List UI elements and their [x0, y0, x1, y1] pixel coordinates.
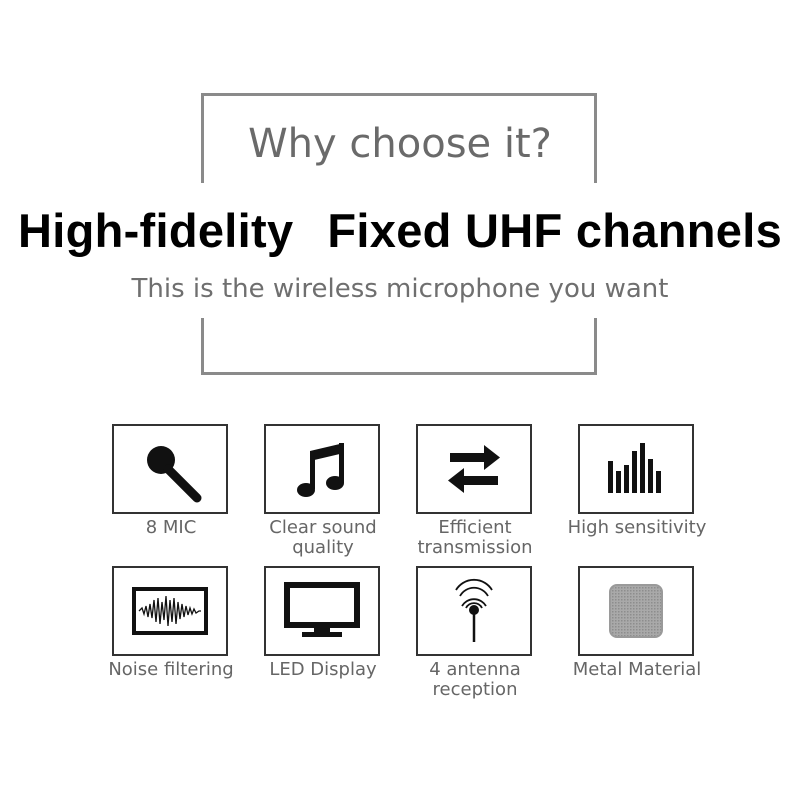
- feature-icon-box: [112, 566, 228, 656]
- transfer-arrows-icon: [448, 445, 500, 493]
- subheading: This is the wireless microphone you want: [131, 274, 669, 304]
- feature-led-display: LED Display: [264, 566, 382, 680]
- title-frame-bottom: [201, 318, 597, 375]
- antenna-icon: [455, 578, 493, 642]
- feature-icon-box: [416, 566, 532, 656]
- waveform-icon: [132, 587, 208, 635]
- feature-label: High sensitivity: [567, 517, 707, 538]
- feature-efficient-transmission: Efficient transmission: [416, 424, 534, 558]
- title-frame-top: [201, 93, 597, 183]
- feature-icon-box: [578, 424, 694, 514]
- feature-label: 8 MIC: [145, 517, 197, 538]
- monitor-icon: [284, 582, 360, 637]
- feature-8-mic: 8 MIC: [112, 424, 230, 538]
- feature-label: LED Display: [269, 659, 377, 680]
- microphone-icon: [147, 446, 202, 503]
- feature-icon-box: [264, 424, 380, 514]
- headline: High-fidelity Fixed UHF channels: [0, 205, 800, 257]
- feature-noise-filtering: Noise filtering: [108, 566, 234, 680]
- feature-metal-material: Metal Material: [573, 566, 701, 680]
- feature-clear-sound: Clear sound quality: [264, 424, 382, 558]
- feature-antenna-reception: 4 antenna reception: [416, 566, 534, 700]
- metal-mesh-icon: [609, 584, 663, 638]
- feature-icon-box: [416, 424, 532, 514]
- headline-left: High-fidelity: [17, 204, 294, 257]
- feature-icon-box: [578, 566, 694, 656]
- feature-label: 4 antenna reception: [429, 659, 521, 700]
- question-heading: Why choose it?: [248, 121, 552, 167]
- feature-label: Efficient transmission: [417, 517, 533, 558]
- feature-label: Metal Material: [572, 659, 702, 680]
- feature-icon-box: [264, 566, 380, 656]
- headline-right: Fixed UHF channels: [327, 204, 783, 257]
- feature-icon-box: [112, 424, 228, 514]
- feature-label: Clear sound quality: [269, 517, 377, 558]
- music-note-icon: [297, 443, 344, 497]
- feature-label: Noise filtering: [108, 659, 234, 680]
- signal-bars-icon: [608, 443, 661, 493]
- feature-high-sensitivity: High sensitivity: [568, 424, 706, 538]
